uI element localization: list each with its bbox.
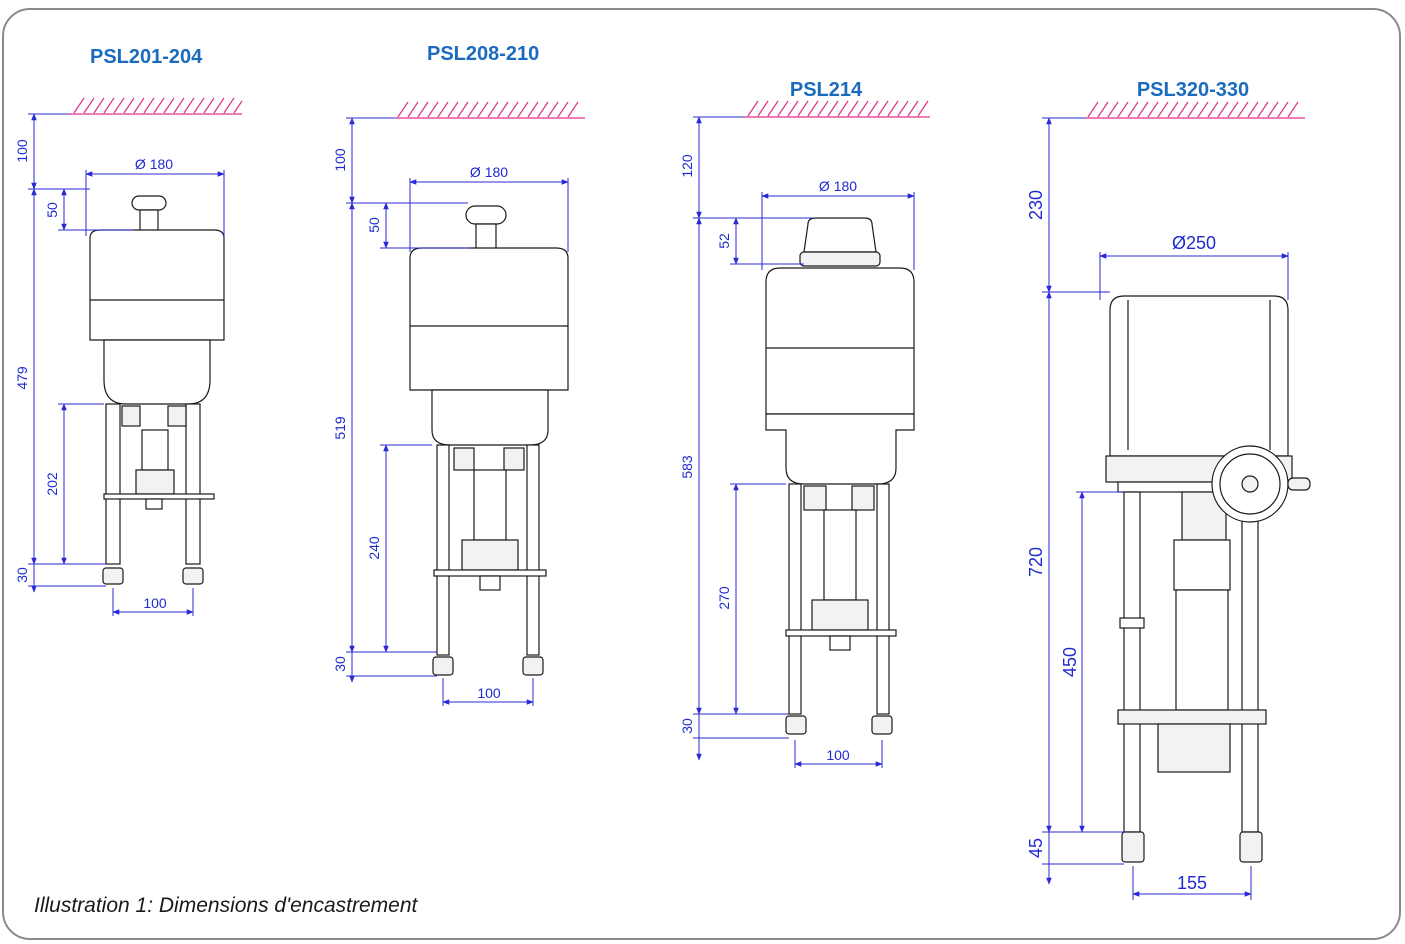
model-title: PSL201-204 bbox=[90, 46, 203, 68]
figure-caption: Illustration 1: Dimensions d'encastremen… bbox=[34, 894, 418, 917]
column-spacing-label: 100 bbox=[826, 747, 850, 763]
actuator-body bbox=[409, 205, 569, 676]
actuator-psl201-204: PSL201-204 bbox=[14, 46, 243, 616]
diameter-label: Ø 180 bbox=[819, 178, 857, 194]
ceiling-hatch bbox=[1085, 101, 1305, 119]
total-height-label: 583 bbox=[679, 455, 695, 479]
dimension-lines bbox=[346, 117, 569, 706]
handle-height-label: 52 bbox=[716, 233, 732, 249]
column-spacing-label: 100 bbox=[143, 595, 167, 611]
dimension-lines bbox=[1042, 117, 1289, 900]
actuator-body bbox=[89, 195, 225, 585]
handle-height-label: 50 bbox=[44, 202, 60, 218]
handwheel bbox=[1211, 445, 1311, 523]
foot-height-label: 30 bbox=[679, 718, 695, 734]
total-height-label: 519 bbox=[332, 416, 348, 440]
top-clearance-label: 120 bbox=[679, 154, 695, 178]
actuator-psl208-210: PSL208-210 bbox=[332, 43, 585, 706]
dimension-lines bbox=[693, 116, 915, 768]
stroke-height-label: 450 bbox=[1060, 647, 1080, 677]
ceiling-hatch bbox=[70, 97, 243, 115]
total-height-label: 479 bbox=[14, 366, 30, 390]
top-clearance-label: 100 bbox=[14, 139, 30, 163]
foot-height-label: 30 bbox=[332, 656, 348, 672]
actuator-psl214: PSL214 bbox=[679, 79, 930, 768]
ceiling-hatch bbox=[745, 100, 930, 118]
model-title: PSL320-330 bbox=[1137, 79, 1249, 101]
model-title: PSL208-210 bbox=[427, 43, 539, 65]
actuator-psl320-330: PSL320-330 bbox=[1026, 79, 1311, 900]
stroke-height-label: 202 bbox=[44, 472, 60, 496]
foot-height-label: 30 bbox=[14, 567, 30, 583]
diameter-label: Ø250 bbox=[1172, 233, 1216, 253]
top-clearance-label: 230 bbox=[1026, 190, 1046, 220]
total-height-label: 720 bbox=[1026, 547, 1046, 577]
top-clearance-label: 100 bbox=[332, 148, 348, 172]
foot-height-label: 45 bbox=[1026, 838, 1046, 858]
stroke-height-label: 270 bbox=[716, 586, 732, 610]
diameter-label: Ø 180 bbox=[135, 156, 173, 172]
model-title: PSL214 bbox=[790, 79, 863, 101]
column-spacing-label: 155 bbox=[1177, 873, 1207, 893]
actuator-body bbox=[765, 217, 915, 735]
actuator-body bbox=[1105, 295, 1311, 863]
handle-height-label: 50 bbox=[366, 217, 382, 233]
column-spacing-label: 100 bbox=[477, 685, 501, 701]
dimension-lines bbox=[28, 113, 225, 616]
ceiling-hatch bbox=[395, 101, 585, 119]
diameter-label: Ø 180 bbox=[470, 164, 508, 180]
stroke-height-label: 240 bbox=[366, 536, 382, 560]
